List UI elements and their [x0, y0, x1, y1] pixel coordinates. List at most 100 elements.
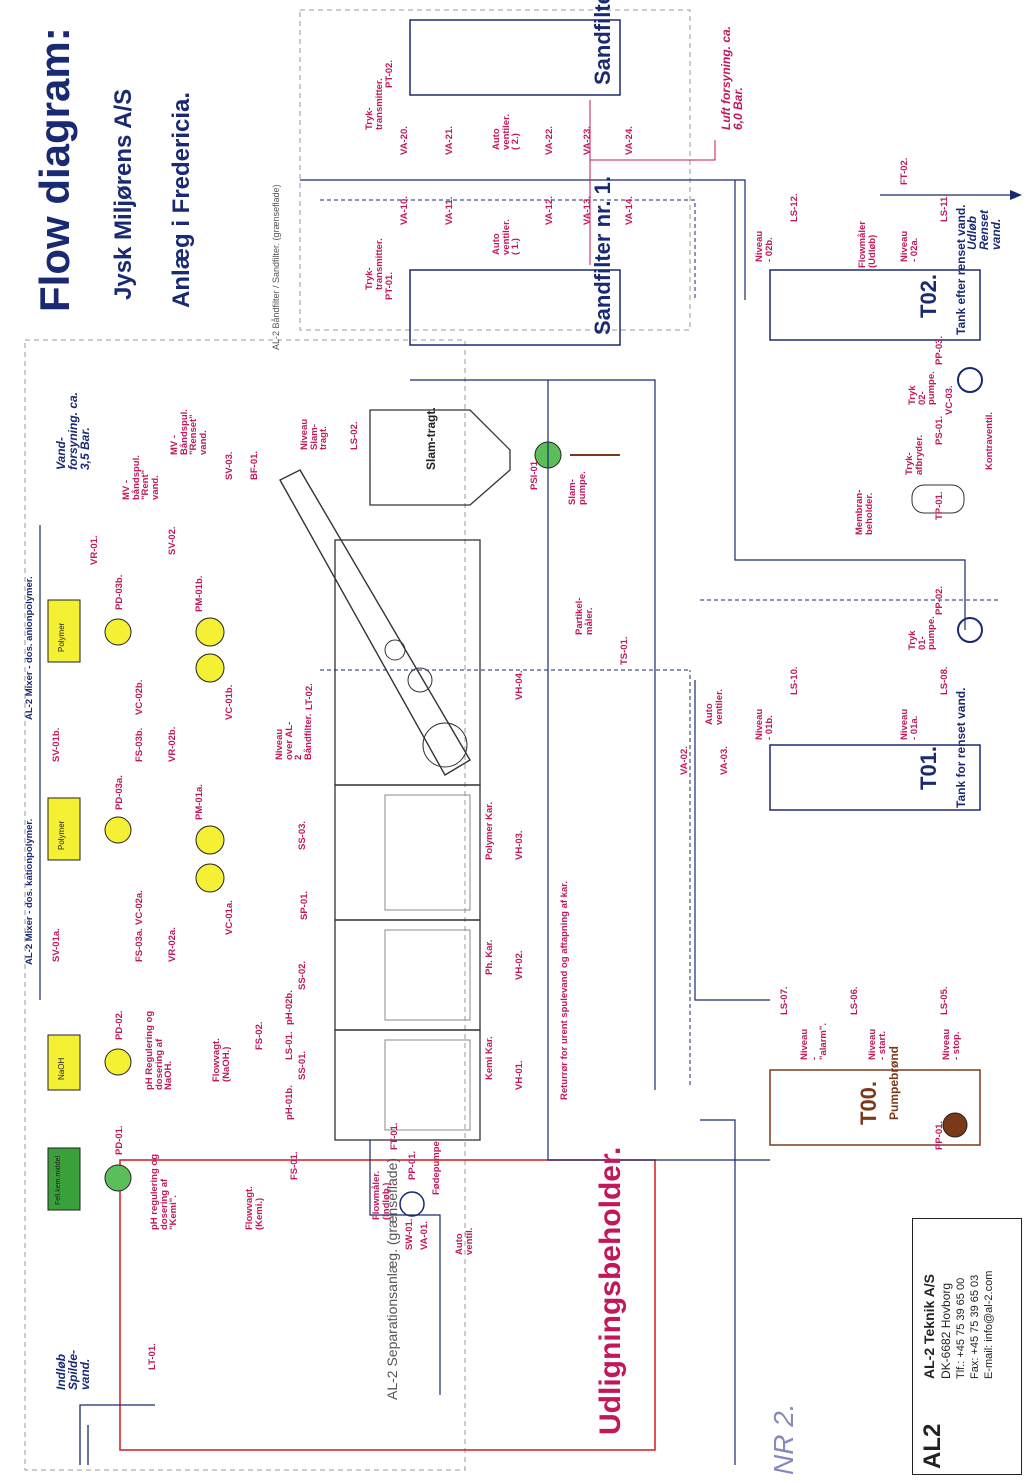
tag-sv03: SV-03.	[224, 451, 235, 480]
mixer-pump-pm01b-1[interactable]	[195, 617, 225, 647]
pipe-t00-up	[410, 379, 656, 1090]
note-mv-renset: MV - Båndspul. "Renset" vand.	[169, 409, 209, 455]
slam-tragt-label: Slam-tragt.	[424, 407, 438, 470]
tag-pd03a: PD-03a.	[114, 775, 125, 810]
ph-kar[interactable]	[334, 919, 481, 1031]
dosing-pump-pd03b[interactable]	[104, 618, 132, 646]
tag-va12: VA-12.	[544, 196, 555, 225]
dashed-return-1	[320, 199, 696, 300]
udligning-tank[interactable]	[119, 1159, 656, 1451]
pressure-pump-pp03[interactable]	[957, 367, 983, 393]
t00-id: T00.	[856, 1080, 881, 1125]
luft-forsyning-label: Luft forsyning. ca. 6,0 Bar.	[719, 25, 745, 130]
dosing-pump-pd03a[interactable]	[104, 816, 132, 844]
tb-logo: AL2	[919, 1423, 946, 1469]
tag-ls06: LS-06.	[849, 986, 860, 1015]
tag-sw01: SW-01.	[404, 1218, 415, 1250]
note-auto-ventil: Auto ventil.	[454, 1227, 475, 1255]
tag-ft02: FT-02.	[899, 157, 910, 185]
pipe-return	[547, 380, 770, 1161]
udligning-label: Udligningsbeholder.	[594, 1146, 627, 1435]
pressure-pump-pp02[interactable]	[957, 617, 983, 643]
pipe-feed	[369, 1140, 441, 1395]
note-polymer-kar: Polymer Kar.	[484, 801, 495, 860]
membran-beholder	[911, 484, 965, 514]
tag-va23: VA-23.	[582, 126, 593, 155]
polymer1-box	[47, 797, 81, 861]
tag-vr02b: VR-02b.	[167, 726, 178, 762]
tb-company: AL-2 Teknik A/S	[921, 1273, 937, 1379]
note-niv-02b: Niveau - 02b.	[754, 230, 775, 262]
dashed-return-3	[320, 669, 691, 1085]
tag-psl01: PSl-01.	[529, 458, 540, 490]
note-niv-02a: Niveau - 02a.	[899, 230, 920, 262]
drum-1	[422, 722, 468, 768]
note-niv-stop: Niveau - stop.	[941, 1028, 962, 1060]
note-tryk02: Tryk 02-pumpe.	[907, 371, 937, 405]
band-filter-belt[interactable]	[279, 469, 471, 776]
t01-label: Tank for renset vand.	[954, 687, 968, 808]
note-niveau-al2: Niveau over AL-2 Båndfilter.	[274, 713, 314, 760]
pipe-air-supply	[589, 100, 716, 265]
mixer-anion-label: AL-2 Mixer - dos. anionpolymer.	[24, 576, 35, 720]
tag-pt02: PT-02.	[384, 60, 395, 88]
indlob-label: Indløb Spilde-vand.	[54, 1349, 92, 1390]
tag-fs01: FS-01.	[289, 1151, 300, 1180]
tag-fs03b: FS-03b.	[134, 727, 145, 762]
mixer-pump-pm01a-1[interactable]	[195, 825, 225, 855]
t02-id: T02.	[916, 273, 941, 318]
tag-va20: VA-20.	[399, 126, 410, 155]
sandfilter-2[interactable]	[409, 19, 621, 96]
tag-pd02: PD-02.	[114, 1010, 125, 1040]
tag-pp03: PP-03.	[934, 335, 945, 365]
kar-inner-1	[384, 1039, 471, 1131]
kar-inner-2	[384, 929, 471, 1021]
tag-pt01: PT-01.	[384, 272, 395, 300]
tag-ph01b: pH-01b.	[284, 1085, 295, 1120]
tag-lt01: LT-01.	[147, 1343, 158, 1370]
dosing-pump-pd02[interactable]	[104, 1048, 132, 1076]
t00-label: Pumpebrønd	[887, 1046, 901, 1120]
note-tryktrans-2: Tryk-transmitter.	[364, 78, 385, 130]
pump-pp01-t00[interactable]	[942, 1112, 968, 1138]
note-niv-01a: Niveau - 01a.	[899, 708, 920, 740]
fell-kem-box	[47, 1147, 81, 1211]
tag-sv02: SV-02.	[167, 526, 178, 555]
tag-ph02b: pH-02b.	[284, 990, 295, 1025]
chem-polymer-1: Polymer	[57, 820, 66, 850]
tank-t02[interactable]	[769, 269, 981, 341]
slam-tragt[interactable]	[369, 409, 511, 506]
tag-vc03: VC-03.	[944, 385, 955, 415]
tag-vc01b: VC-01b.	[224, 684, 235, 720]
note-partikel: Partikel-måler.	[574, 597, 595, 636]
tag-va03: VA-03.	[719, 746, 730, 775]
tag-vc02b: VC-02b.	[134, 679, 145, 715]
kemi-kar[interactable]	[334, 1029, 481, 1141]
tag-ls01: LS-01.	[284, 1031, 295, 1060]
tag-ls07: LS-07.	[779, 986, 790, 1015]
tag-vh02: VH-02.	[514, 950, 525, 980]
note-autovent-2: Auto ventiler. ( 2.)	[491, 114, 521, 150]
tb-address: DK-6682 Hovborg	[939, 1282, 953, 1379]
feed-pump-pp01[interactable]	[399, 1191, 425, 1217]
tank-t01[interactable]	[769, 744, 981, 811]
tag-pm01a: PM-01a.	[194, 784, 205, 820]
polymer-kar[interactable]	[334, 784, 481, 921]
dosing-pump-pd01[interactable]	[104, 1164, 132, 1192]
mixer-pump-pm01a-2[interactable]	[195, 863, 225, 893]
tag-vh01: VH-01.	[514, 1060, 525, 1090]
tank-t00[interactable]	[769, 1069, 981, 1146]
note-ph-kar: Ph. Kar.	[484, 939, 495, 975]
sandfilter-1[interactable]	[409, 269, 621, 346]
mixer-pump-pm01b-2[interactable]	[195, 653, 225, 683]
note-flowmaler-ind: Flowmåler. (Indløb.)	[371, 1170, 392, 1220]
tag-lt02: LT-02.	[304, 683, 315, 710]
tag-va21: VA-21.	[444, 126, 455, 155]
handwritten-mark: NR 2.	[768, 1403, 799, 1475]
drum-2	[407, 667, 433, 693]
title-block: AL2 AL-2 Teknik A/S DK-6682 Hovborg Tlf.…	[912, 1218, 1022, 1475]
chem-fell: Fell.kem.middel	[55, 1155, 62, 1205]
chem-polymer-2: Polymer	[57, 622, 66, 652]
note-mv-rent: MV - båndspul. "Rent" vand.	[121, 455, 161, 500]
note-tryk01: Tryk 01-pumpe.	[907, 616, 937, 650]
